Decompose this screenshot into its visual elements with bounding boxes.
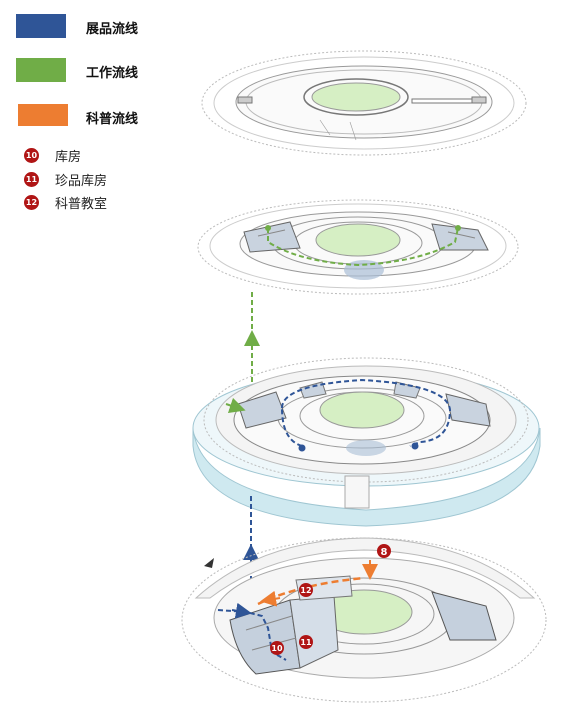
- legend-label-work: 工作流线: [86, 66, 139, 81]
- room-item-science-classroom: 12 科普教室: [24, 193, 107, 212]
- room-item-storage: 10 库房: [24, 146, 81, 165]
- room-marker-label: 12: [300, 586, 311, 595]
- legend-science-flow: [16, 104, 68, 126]
- legend-exhibit-flow: [16, 14, 66, 38]
- room-label: 库房: [55, 150, 82, 165]
- legend-swatch-science: [18, 104, 68, 126]
- room-marker-label: 10: [271, 644, 283, 653]
- room-label: 珍品库房: [55, 174, 108, 189]
- room-marker-label: 8: [381, 547, 388, 558]
- legend-label-exhibit: 展品流线: [86, 22, 139, 37]
- room-label: 科普教室: [55, 197, 108, 212]
- room-number-badge: 10: [24, 148, 39, 163]
- legend-label-science: 科普流线: [86, 112, 139, 127]
- room-marker-8: 8: [377, 544, 391, 558]
- legend-swatch-work: [16, 58, 66, 82]
- room-number-badge: 11: [24, 172, 39, 187]
- room-marker-12: 12: [299, 583, 313, 597]
- room-marker-11: 11: [299, 635, 313, 649]
- room-marker-10: 10: [270, 641, 284, 655]
- floor-plan-level-2: [197, 199, 519, 295]
- floor-plan-level-3: [192, 357, 541, 527]
- room-item-treasure-storage: 11 珍品库房: [24, 170, 107, 189]
- floor-plan-ground: [181, 537, 547, 703]
- room-marker-label: 11: [300, 638, 312, 647]
- legend-work-flow: [16, 58, 66, 82]
- legend-swatch-exhibit: [16, 14, 66, 38]
- floor-plan-roof: [201, 50, 527, 156]
- room-number-badge: 12: [24, 195, 39, 210]
